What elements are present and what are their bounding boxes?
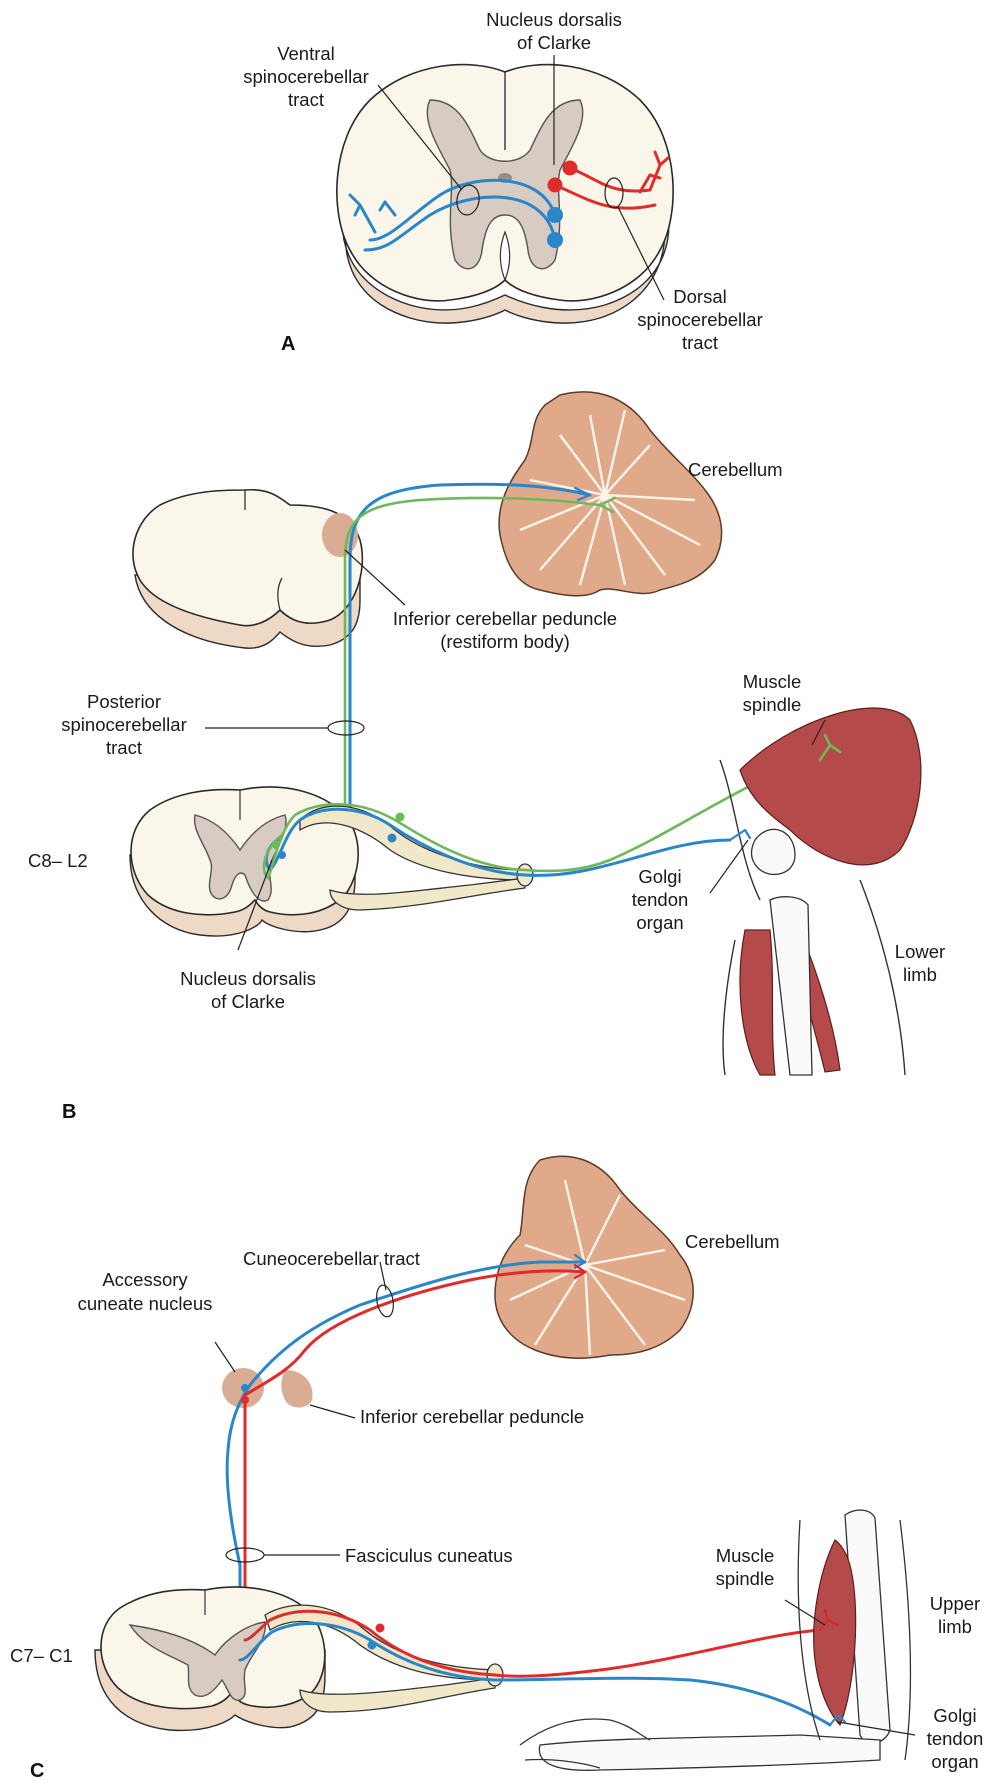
label-nucleus-dorsalis-a: Nucleus dorsalis [486,9,622,30]
label-golgi-b-1: Golgi [638,866,681,887]
label-nucleus-b-1: Nucleus dorsalis [180,968,316,989]
ganglion-cell-blue-c [368,1641,377,1650]
label-limb-c-1: Upper [930,1593,980,1614]
label-golgi-b-3: organ [636,912,683,933]
label-golgi-c-1: Golgi [933,1705,976,1726]
label-accessory-1: Accessory [102,1269,188,1290]
dorsal-neuron-1 [563,161,578,176]
label-dorsal-1: Dorsal [673,286,726,307]
label-limb-b-2: limb [903,964,937,985]
ventral-neuron-1 [547,207,563,223]
clarke-cell-green-b [272,841,280,849]
label-cuneo: Cuneocerebellar tract [243,1248,420,1269]
leader-accessory [215,1342,235,1372]
label-dorsal-2: spinocerebellar [637,309,762,330]
label-posterior-1: Posterior [87,691,161,712]
label-ventral-2: spinocerebellar [243,66,368,87]
panel-letter-c: C [30,1760,44,1782]
biceps-muscle [814,1540,856,1725]
label-cerebellum-b: Cerebellum [688,459,783,480]
tibia [770,897,812,1075]
lower-limb-illustration [710,708,921,1075]
label-nucleus-b-2: of Clarke [211,991,285,1012]
label-level-c: C7– C1 [10,1645,73,1666]
label-posterior-2: spinocerebellar [61,714,186,735]
label-golgi-b-2: tendon [632,889,689,910]
panel-c: Cerebellum Cuneocerebellar tract Accesso… [10,1156,983,1782]
panel-a: Nucleus dorsalis of Clarke Ventral spino… [243,9,762,355]
cerebellum-c [495,1156,693,1358]
label-spindle-b-2: spindle [743,694,802,715]
cerebellum-b [499,392,722,596]
label-level-b: C8– L2 [28,850,88,871]
label-spindle-c-1: Muscle [716,1545,775,1566]
leader-icp-c [310,1405,355,1418]
label-golgi-c-3: organ [931,1751,978,1772]
ventral-root-b [330,878,525,910]
ganglion-cell-red-c [376,1624,385,1633]
label-icp-c: Inferior cerebellar peduncle [360,1406,584,1427]
panel-b: Cerebellum Inferior cerebellar peduncle … [28,392,945,1123]
clarke-cell-b [278,851,286,859]
inferior-cerebellar-peduncle-c [281,1370,312,1408]
label-accessory-2: cuneate nucleus [78,1293,213,1314]
label-fasciculus: Fasciculus cuneatus [345,1545,513,1566]
label-ventral-3: tract [288,89,324,110]
accessory-cell-red [241,1396,249,1404]
ventral-neuron-2 [547,232,563,248]
dorsal-neuron-2 [548,178,563,193]
label-spindle-b-1: Muscle [743,671,802,692]
label-ventral-1: Ventral [277,43,335,64]
label-icp-b-2: (restiform body) [440,631,570,652]
panel-letter-b: B [62,1101,76,1123]
label-posterior-3: tract [106,737,142,758]
leader-golgi-b [710,840,748,893]
label-limb-b-1: Lower [895,941,945,962]
label-limb-c-2: limb [938,1616,972,1637]
leg-muscle-b [740,930,775,1075]
patella [752,829,795,874]
ventral-root-c [300,1678,495,1712]
label-icp-b-1: Inferior cerebellar peduncle [393,608,617,629]
ganglion-cell-blue-b [388,834,397,843]
label-cerebellum-c: Cerebellum [685,1231,780,1252]
label-golgi-c-2: tendon [927,1728,984,1749]
label-spindle-c-2: spindle [716,1568,775,1589]
ganglion-cell-green-b [396,813,405,822]
label-dorsal-3: tract [682,332,718,353]
panel-letter-a: A [281,333,295,355]
label-nucleus-dorsalis-a-2: of Clarke [517,32,591,53]
accessory-cell-blue [241,1384,249,1392]
